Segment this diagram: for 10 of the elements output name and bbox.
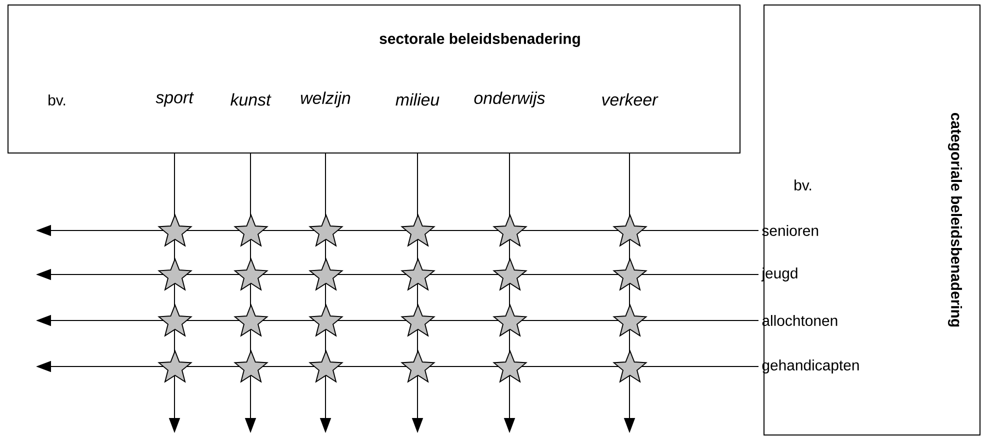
sector-label: verkeer [602,93,658,106]
note-text: bv. [48,94,66,106]
sector-label: welzijn [300,92,350,108]
sector-label: sport [156,92,194,107]
note-text: bv. [794,180,812,190]
sector-label: kunst [230,93,272,106]
sector-label: onderwijs [474,92,545,108]
sector-label: milieu [396,93,440,106]
panel-heading: sectorale beleidsbenadering [380,33,580,47]
panel-heading: categoriale beleidsbenadering [948,113,962,327]
